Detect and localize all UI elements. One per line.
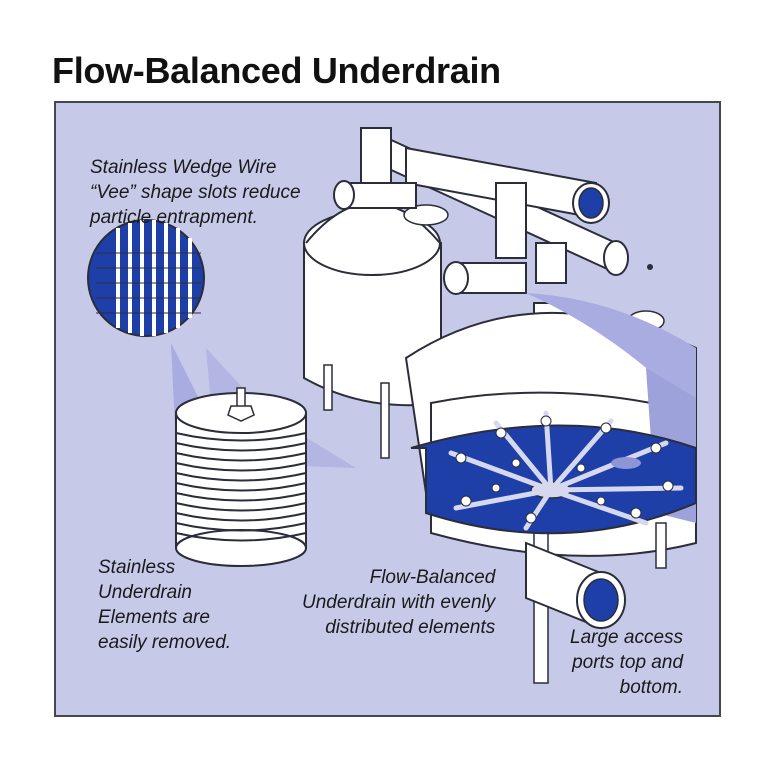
- caption-underdrain-elements: Stainless Underdrain Elements are easily…: [98, 557, 232, 653]
- caption-flow-balanced: Flow-Balanced Underdrain with evenly dis…: [302, 567, 496, 638]
- caption-access-ports: Large access ports top and bottom.: [570, 627, 684, 698]
- piping-manifold: [333, 127, 665, 332]
- wedge-wire-zoom: [87, 219, 205, 337]
- underdrain-element: [175, 387, 307, 567]
- caption-wedge-wire: Stainless Wedge Wire “Vee” shape slots r…: [90, 157, 301, 228]
- illustration-panel: Stainless Wedge Wire “Vee” shape slots r…: [54, 101, 721, 717]
- bottom-access-port: [525, 541, 626, 630]
- underdrain-plate: [410, 410, 697, 535]
- diagram-title: Flow-Balanced Underdrain: [52, 50, 501, 91]
- filter-illustration: [87, 127, 697, 684]
